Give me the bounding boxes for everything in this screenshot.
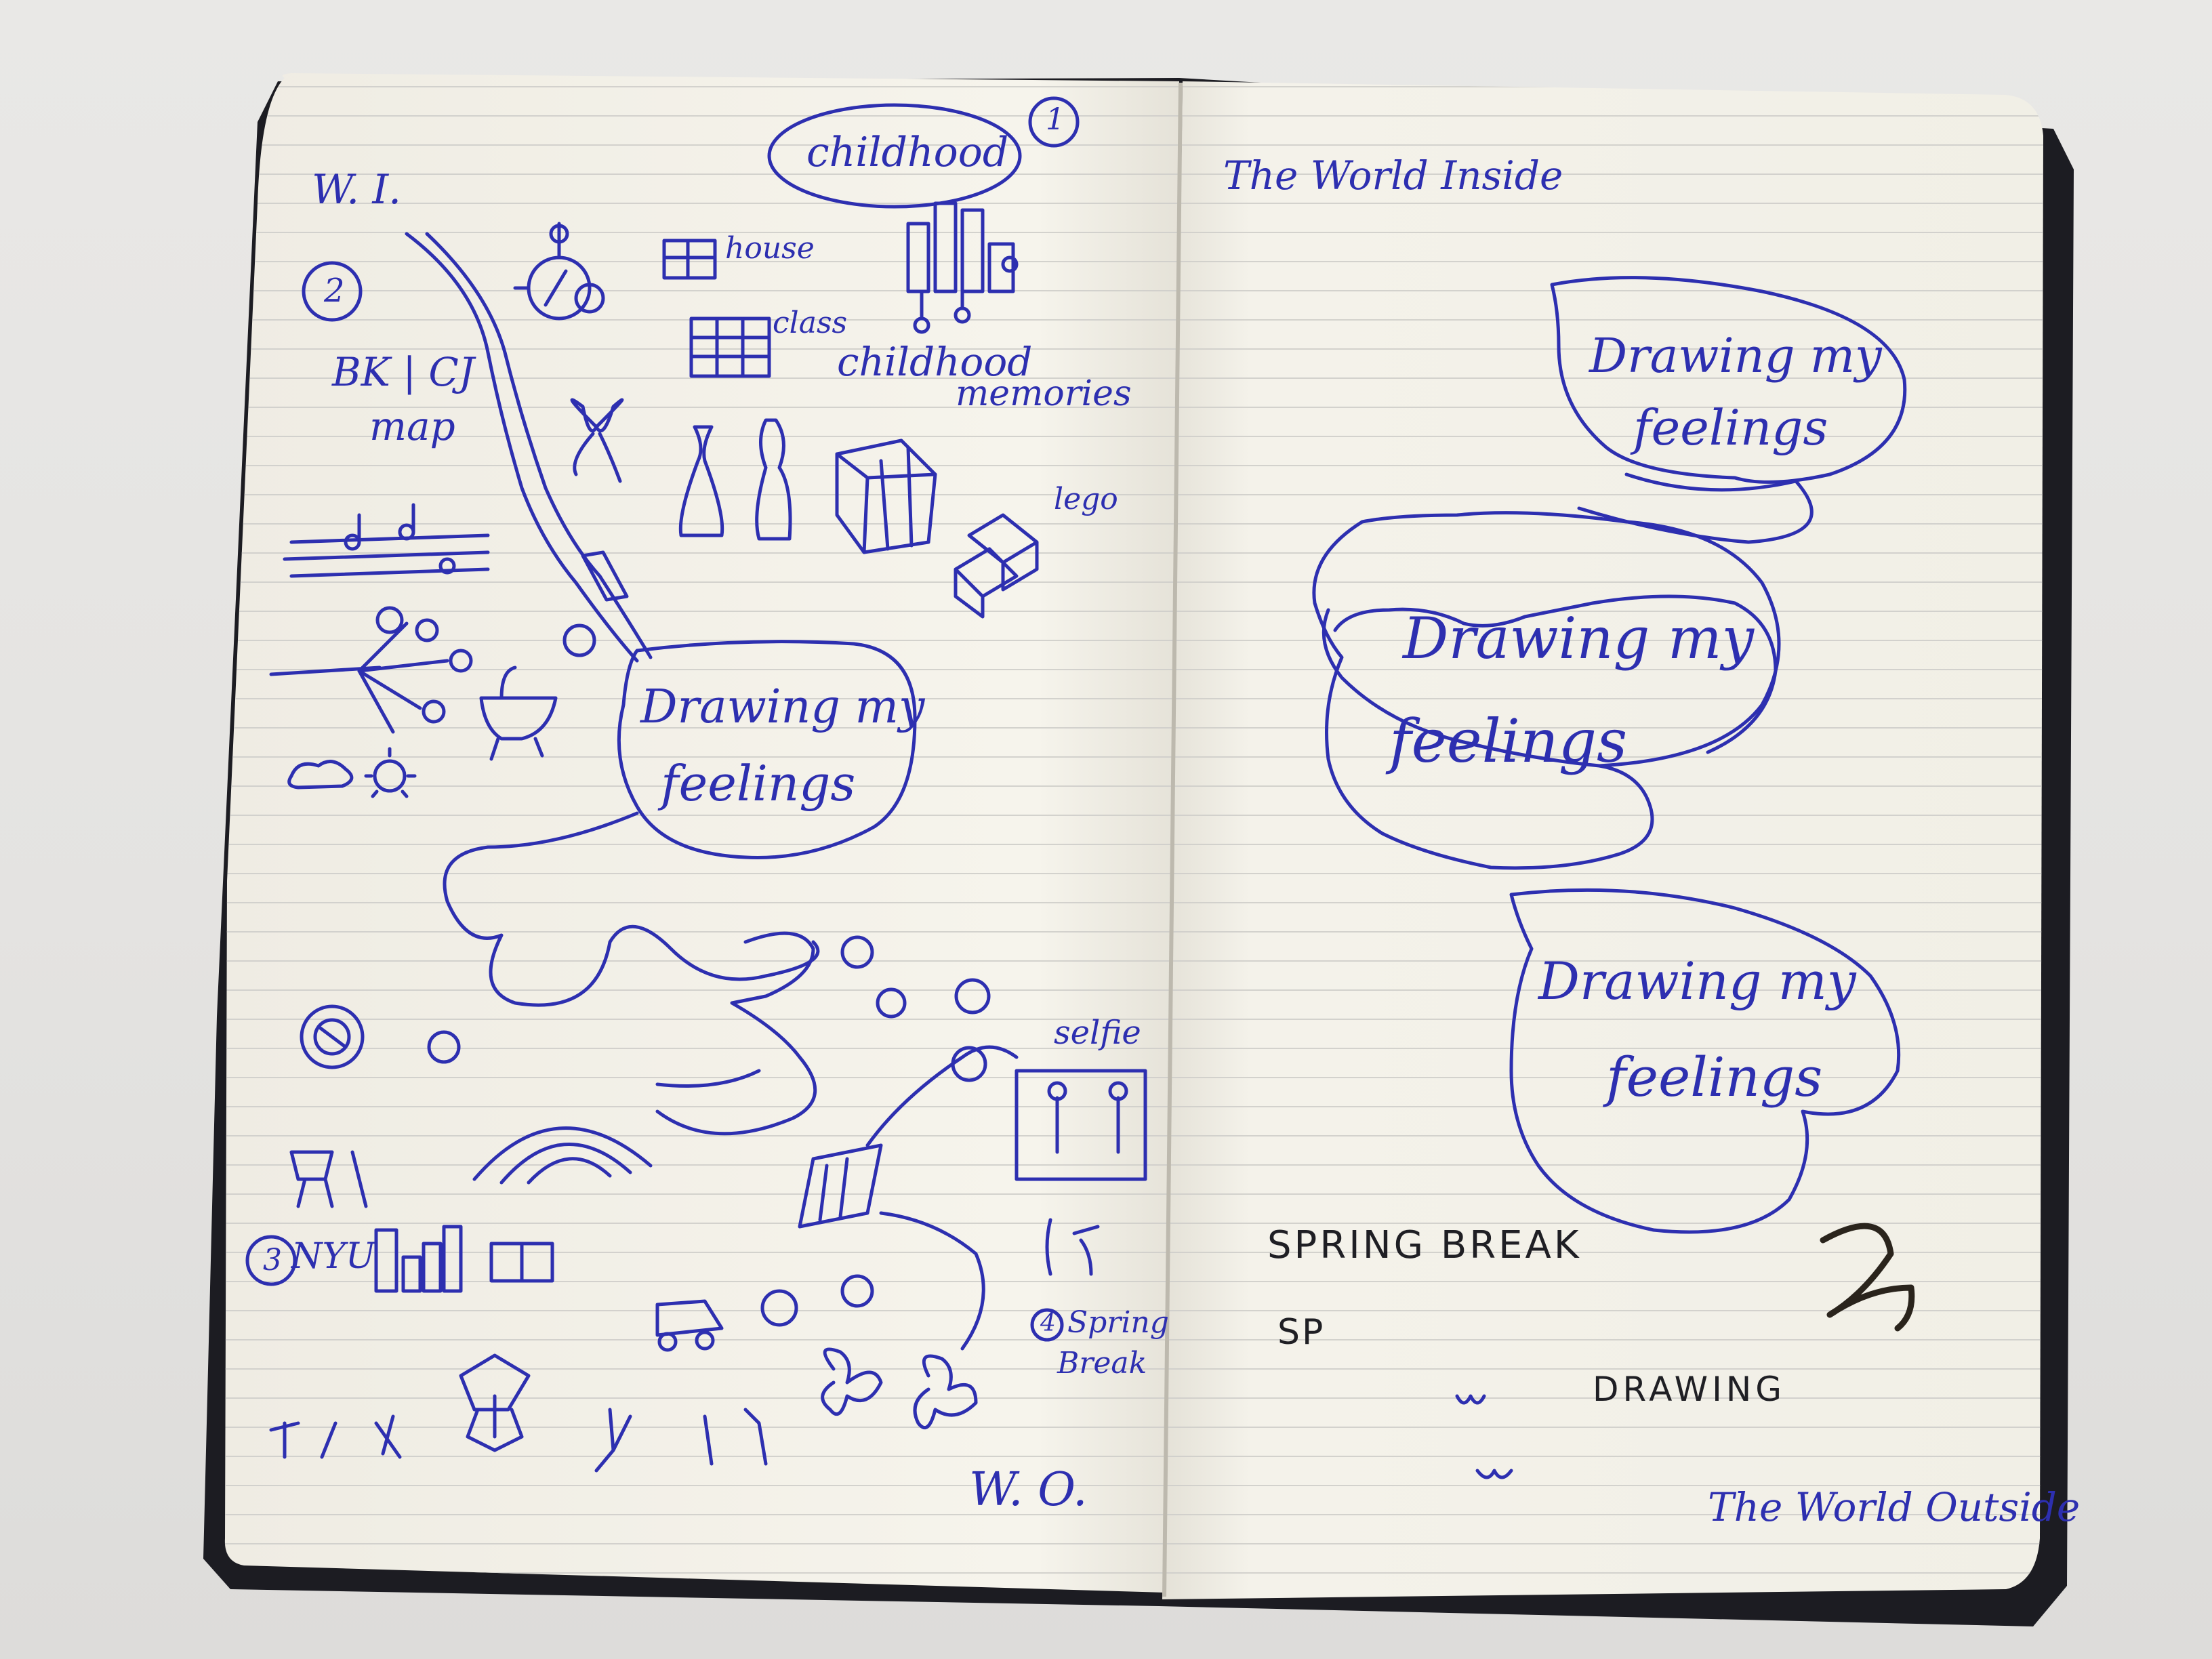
world-inside-title: The World Inside [1223, 152, 1563, 199]
marker-2-label: 2 [324, 272, 345, 310]
spring-break-line2: Break [1057, 1346, 1147, 1380]
selfie-frame [1015, 1069, 1147, 1181]
small-clock [427, 1030, 461, 1064]
squiggle-2 [1475, 1469, 1513, 1479]
bow-sketch [570, 398, 624, 483]
figures-left-sketch [269, 1414, 402, 1459]
dress-sketch [678, 425, 724, 537]
childhood-memories-line2: memories [956, 373, 1132, 414]
marker-2-circle [302, 261, 363, 322]
bubble-mid-line1: Drawing my [1403, 605, 1755, 672]
drawing-caps: DRAWING [1593, 1370, 1786, 1409]
person-pair-sketch [1045, 1218, 1100, 1276]
marker-1-label: 1 [1046, 102, 1065, 137]
bubble-mid [1312, 511, 1781, 870]
childhood-memories-buildings [906, 201, 1019, 334]
marker-3-label: 3 [263, 1243, 282, 1277]
squiggle-1 [1455, 1394, 1486, 1405]
world-outside-title: The World Outside [1708, 1484, 2081, 1530]
spring-break-line1: Spring [1067, 1305, 1169, 1340]
spring-break-caps: SPRING BREAK [1267, 1223, 1582, 1267]
map-label: map [369, 403, 455, 449]
face-2 [954, 978, 991, 1015]
lego-sketch [954, 513, 1039, 619]
butterfly2-sketch [913, 1354, 978, 1430]
lego-label: lego [1054, 482, 1118, 516]
house-label: house [725, 231, 815, 266]
bubble-bottom [1509, 888, 1901, 1234]
bubble-bottom-line2: feelings [1606, 1046, 1823, 1109]
spine [1162, 82, 1183, 1597]
childhood-bubble [767, 103, 1022, 209]
heart-sketch [760, 1289, 798, 1327]
selfie-label: selfie [1054, 1014, 1141, 1052]
house-sketch [662, 239, 717, 280]
class-label: class [773, 306, 848, 340]
bubble-bottom-line1: Drawing my [1538, 951, 1856, 1011]
clock-sketch [300, 1004, 365, 1069]
desk-sketch [289, 1150, 368, 1208]
wi-label: W. I. [312, 166, 402, 213]
marker-1-circle [1028, 96, 1080, 148]
cloud-sketch [287, 760, 354, 790]
face-1 [876, 987, 907, 1019]
bathtub-sketch [479, 665, 558, 761]
car-sketch [655, 1299, 724, 1337]
bubble-top-line2: feelings [1633, 399, 1828, 456]
sun-sketch [364, 747, 417, 798]
city-sketch [374, 1225, 463, 1293]
sp-label: SP [1277, 1312, 1326, 1353]
bk-cj-label: BK | CJ [332, 349, 474, 395]
center-bubble [617, 640, 917, 859]
path-vehicle [581, 550, 629, 602]
marker-5 [840, 935, 874, 969]
bubble-top [1550, 276, 1907, 484]
butterfly-sketch [821, 1347, 883, 1416]
flower-sketch [840, 1274, 874, 1308]
bubble-mid-line2: feelings [1389, 706, 1628, 776]
number-two-scribble [1820, 1223, 1915, 1332]
childhood-label: childhood [806, 129, 1009, 176]
figures-mid-sketch [594, 1408, 768, 1473]
cube-sketch [835, 438, 937, 554]
marker-4-circle [1030, 1308, 1064, 1342]
childhood-memories-line1: childhood [837, 339, 1033, 385]
wo-label: W. O. [969, 1463, 1088, 1517]
nyu-label: NYU [291, 1236, 375, 1277]
bubble-top-line1: Drawing my [1589, 328, 1882, 384]
burst-sketch [269, 606, 473, 734]
marker-3-circle [245, 1235, 297, 1286]
class-grid-sketch [689, 316, 771, 378]
book-sketch [489, 1242, 554, 1283]
marker-4-label: 4 [1040, 1309, 1056, 1337]
ribbon-path [443, 811, 820, 1136]
rainbow-sketch [472, 1126, 653, 1185]
music-staff-sketch [283, 503, 490, 578]
center-bubble-line2: feelings [661, 755, 856, 812]
dress2-sketch [755, 418, 792, 541]
face-3 [951, 1046, 987, 1082]
clover-sketch [459, 1353, 531, 1452]
bridge-sketch [798, 1143, 883, 1229]
compass-sketch [513, 222, 605, 321]
river-path [405, 232, 653, 663]
marker-4-top [562, 623, 596, 657]
center-bubble-line1: Drawing my [640, 680, 925, 734]
